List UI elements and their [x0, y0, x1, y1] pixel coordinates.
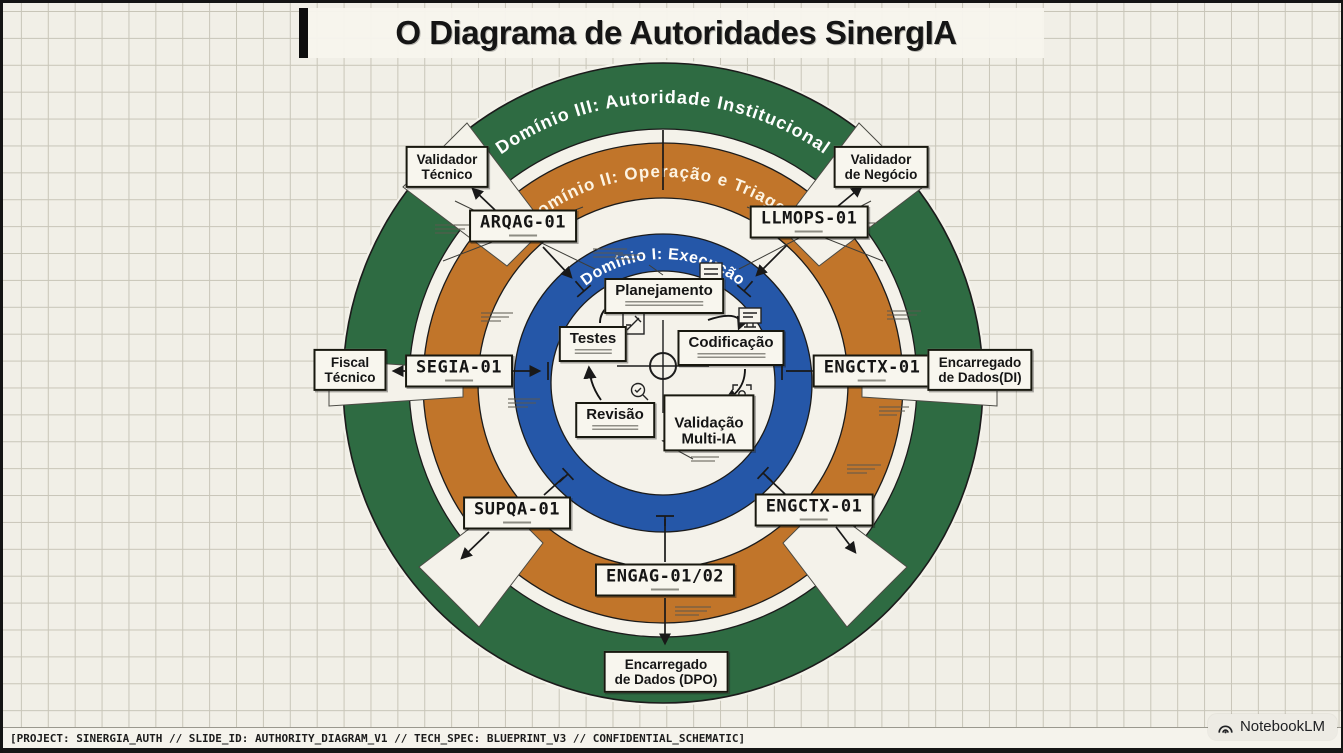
step-revisao: Revisão: [575, 402, 655, 438]
magnifier-check-icon: [630, 382, 649, 401]
footer-bottom-rule: [3, 748, 1341, 753]
micro-text-placeholder: [696, 353, 765, 360]
step-label: Revisão: [586, 406, 644, 423]
agent-engctx-01-right: ENGCTX-01: [812, 354, 932, 388]
agent-engag-01-02: ENGAG-01/02: [594, 563, 736, 597]
micro-text-placeholder: [624, 301, 703, 308]
step-label: Codificação: [688, 334, 774, 351]
step-label: Testes: [569, 330, 617, 347]
authority-diagram: Domínio III: Autoridade Institucional Do…: [328, 60, 998, 706]
micro-text-placeholder: [651, 588, 679, 591]
title-banner: O Diagrama de Autoridades SinergIA: [299, 8, 1044, 58]
step-validacao-multi-ia: Validação Multi-IA: [663, 394, 755, 452]
role-validador-tecnico: Validador Técnico: [405, 145, 489, 189]
t-bar-marks: [547, 280, 783, 526]
step-label: Validação Multi-IA: [674, 414, 744, 447]
monitor-icon: [738, 307, 762, 328]
agent-label: SUPQA-01: [474, 499, 560, 520]
micro-text-placeholder: [591, 425, 639, 432]
agent-label: ENGCTX-01: [823, 357, 921, 378]
center-crosshair-icon: [617, 320, 709, 413]
notebooklm-label: NotebookLM: [1239, 718, 1325, 735]
micro-text-placeholder: [508, 234, 537, 237]
step-planejamento: Planejamento: [604, 278, 724, 314]
micro-text-placeholder: [858, 379, 886, 382]
role-encarregado-dados-di: Encarregado de Dados(DI): [927, 348, 1033, 392]
page-title: O Diagrama de Autoridades SinergIA: [395, 14, 957, 51]
agent-label: LLMOPS-01: [760, 208, 858, 229]
agent-label: SEGIA-01: [416, 357, 502, 378]
footer-text: [PROJECT: SINERGIA_AUTH // SLIDE_ID: AUT…: [10, 731, 746, 745]
agent-supqa-01: SUPQA-01: [463, 496, 571, 530]
step-label: Planejamento: [615, 282, 713, 299]
notebooklm-logo-icon: [1218, 724, 1233, 733]
micro-text-placeholder: [502, 521, 531, 524]
step-icons: [622, 262, 762, 404]
notebooklm-badge[interactable]: NotebookLM: [1207, 714, 1337, 740]
role-encarregado-dados-dpo: Encarregado de Dados (DPO): [603, 650, 729, 694]
agent-label: ENGCTX-01: [765, 496, 863, 517]
agent-llmops-01: LLMOPS-01: [749, 205, 869, 239]
micro-text-placeholder: [444, 379, 473, 382]
agent-segia-01: SEGIA-01: [405, 354, 513, 388]
role-validador-negocio: Validador de Negócio: [833, 145, 929, 189]
micro-text-placeholder: [574, 349, 612, 356]
micro-text-placeholder: [800, 518, 828, 521]
role-fiscal-tecnico: Fiscal Técnico: [313, 348, 387, 392]
step-testes: Testes: [558, 326, 628, 362]
micro-text-placeholder: [795, 230, 823, 233]
footer-metadata-bar: [PROJECT: SINERGIA_AUTH // SLIDE_ID: AUT…: [3, 727, 1341, 748]
agent-engctx-01-bottom: ENGCTX-01: [754, 493, 874, 527]
agent-label: ENGAG-01/02: [605, 566, 725, 587]
agent-arqag-01: ARQAG-01: [469, 209, 577, 243]
ring-domain-1: [513, 233, 813, 533]
agent-label: ARQAG-01: [480, 212, 566, 233]
step-codificacao: Codificação: [677, 330, 785, 366]
